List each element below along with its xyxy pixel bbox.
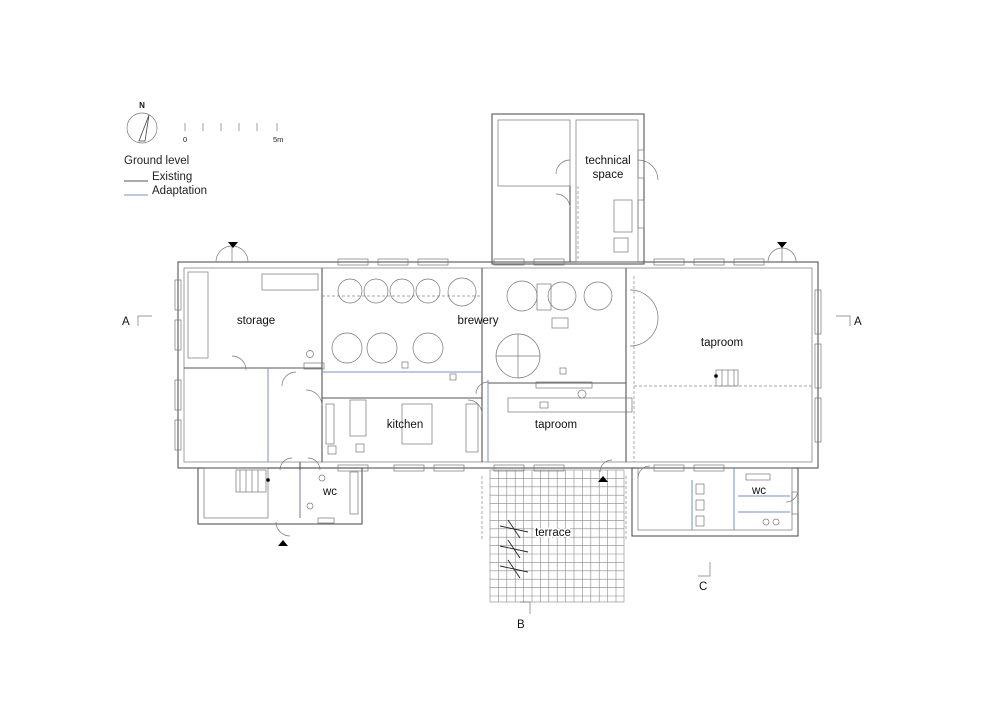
technical-fixtures <box>613 199 633 253</box>
entrance-triangle-icon <box>278 540 288 546</box>
scale-start-label: 0 <box>183 135 187 144</box>
kitchen-fixtures <box>325 399 479 455</box>
lower-left-stair <box>235 469 271 493</box>
section-b-label: B <box>517 619 525 631</box>
dashed-lines <box>322 186 812 540</box>
section-markers <box>137 315 851 614</box>
legend-existing-label: Existing <box>152 171 192 183</box>
room-taproom-main-label: taproom <box>701 337 743 349</box>
scale-bar <box>184 123 278 131</box>
windows <box>174 149 822 472</box>
room-technical-label-1: technical <box>585 155 630 167</box>
bar-counter <box>507 381 633 413</box>
room-storage-label: storage <box>237 315 275 327</box>
adaptation-lines <box>267 368 790 530</box>
legend-adaptation-label: Adaptation <box>152 185 207 197</box>
terrace-tables <box>499 519 529 579</box>
scale-end-label: 5m <box>273 135 283 144</box>
room-wc-right-label: wc <box>751 485 766 497</box>
section-a-left-label: A <box>122 316 130 328</box>
north-arrow-circle <box>126 112 158 144</box>
legend-title: Ground level <box>124 155 189 167</box>
north-label: N <box>139 101 145 110</box>
entrance-markers <box>228 242 787 546</box>
storage-fixtures <box>187 271 325 370</box>
section-a-right-label: A <box>854 316 862 328</box>
wc-right-fixtures <box>695 473 799 527</box>
partitions <box>184 268 627 518</box>
room-terrace-label: terrace <box>535 527 571 539</box>
doors <box>215 159 799 537</box>
section-c-label: C <box>699 581 707 593</box>
room-wc-left-label: wc <box>322 486 337 498</box>
entrance-triangle-icon <box>228 242 238 248</box>
room-technical-label-2: space <box>593 169 624 181</box>
north-arrow-icon <box>138 114 150 142</box>
entrance-triangle-icon <box>777 242 787 248</box>
room-brewery-label: brewery <box>458 315 499 327</box>
room-taproom-small-label: taproom <box>535 419 577 431</box>
taproom-stair <box>713 369 739 387</box>
room-kitchen-label: kitchen <box>387 419 423 431</box>
wc-left-fixtures <box>306 471 359 524</box>
brewery-tanks <box>331 277 613 381</box>
legend: N 0 5m Ground level Existing Adaptation <box>124 101 283 197</box>
entrance-triangle-icon <box>598 476 608 482</box>
